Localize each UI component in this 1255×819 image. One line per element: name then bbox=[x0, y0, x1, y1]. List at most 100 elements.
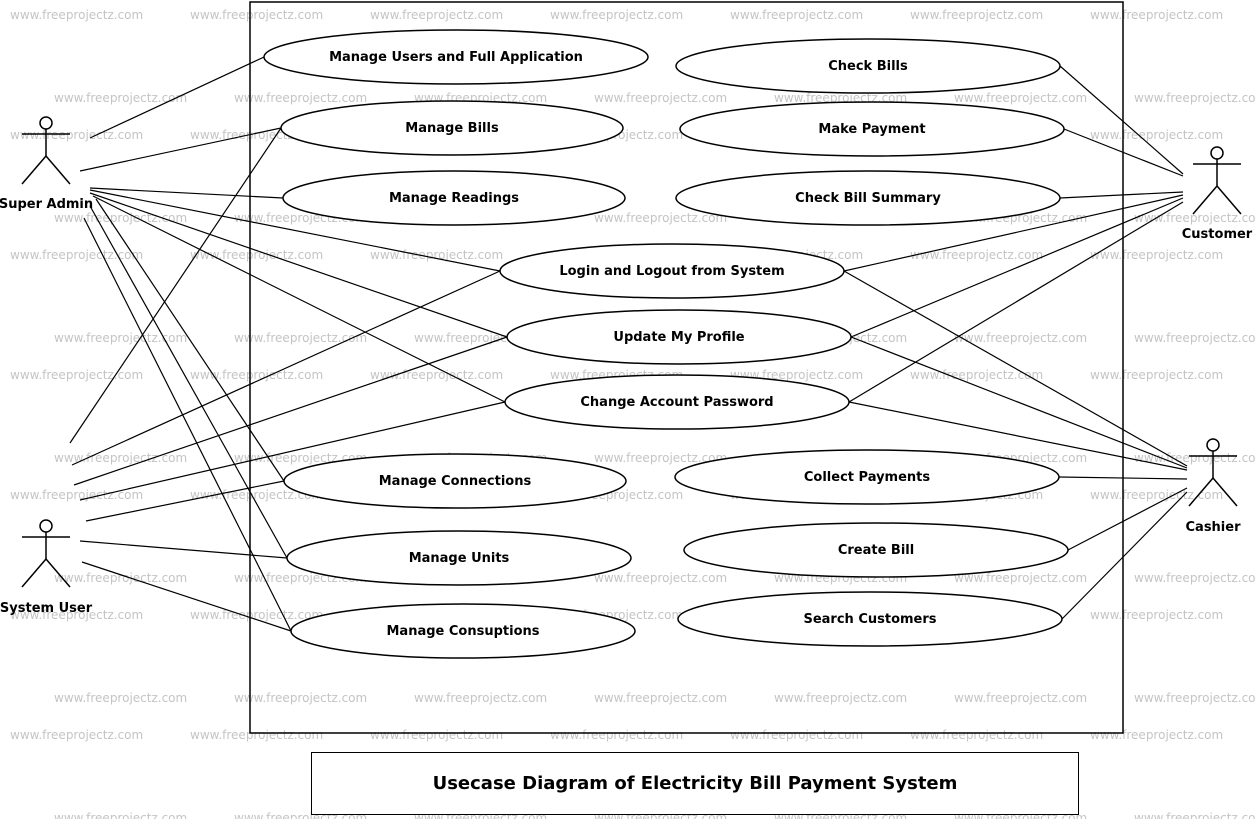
use-case-ellipse bbox=[677, 591, 1063, 647]
watermark-text: www.freeprojectz.com bbox=[1090, 128, 1223, 142]
use-case-label: Create Bill bbox=[838, 543, 914, 558]
association-super-admin-manage-units bbox=[89, 205, 288, 559]
association-cashier-change-password bbox=[848, 401, 1188, 471]
association-super-admin-manage-bills bbox=[79, 127, 282, 172]
association-cashier-collect-payments bbox=[1058, 476, 1188, 480]
watermark-text: www.freeprojectz.com bbox=[10, 368, 143, 382]
association-super-admin-login-logout bbox=[89, 189, 501, 272]
watermark-text: www.freeprojectz.com bbox=[594, 91, 727, 105]
watermark-text: www.freeprojectz.com bbox=[190, 488, 323, 502]
use-case-ellipse bbox=[506, 309, 852, 365]
watermark-text: www.freeprojectz.com bbox=[954, 691, 1087, 705]
association-customer-change-password bbox=[848, 201, 1184, 403]
watermark-text: www.freeprojectz.com bbox=[1134, 91, 1255, 105]
use-case-collect-payments: Collect Payments bbox=[674, 449, 1060, 505]
watermark-text: www.freeprojectz.com bbox=[54, 811, 187, 819]
watermark-text: www.freeprojectz.com bbox=[1134, 211, 1255, 225]
use-case-ellipse bbox=[290, 603, 636, 659]
association-system-user-login-logout bbox=[71, 270, 501, 466]
use-case-label: Make Payment bbox=[818, 122, 925, 137]
use-case-manage-consuptions: Manage Consuptions bbox=[290, 603, 636, 659]
watermark-text: www.freeprojectz.com bbox=[370, 8, 503, 22]
watermark-text: www.freeprojectz.com bbox=[550, 8, 683, 22]
watermark-text: www.freeprojectz.com bbox=[910, 248, 1043, 262]
association-customer-update-profile bbox=[850, 197, 1184, 338]
use-case-layer: Manage Users and Full ApplicationManage … bbox=[263, 29, 1069, 659]
watermark-text: www.freeprojectz.com bbox=[910, 728, 1043, 742]
watermark-text: www.freeprojectz.com bbox=[234, 691, 367, 705]
use-case-search-customers: Search Customers bbox=[677, 591, 1063, 647]
watermark-text: www.freeprojectz.com bbox=[1090, 8, 1223, 22]
use-case-ellipse bbox=[499, 243, 845, 299]
association-super-admin-update-profile bbox=[89, 192, 508, 338]
use-case-ellipse bbox=[283, 453, 627, 509]
watermark-text: www.freeprojectz.com bbox=[910, 8, 1043, 22]
use-case-label: Login and Logout from System bbox=[559, 264, 784, 279]
watermark-text: www.freeprojectz.com bbox=[54, 211, 187, 225]
watermark-text: www.freeprojectz.com bbox=[190, 8, 323, 22]
watermark-text: www.freeprojectz.com bbox=[1090, 728, 1223, 742]
watermark-text: www.freeprojectz.com bbox=[10, 488, 143, 502]
use-case-change-password: Change Account Password bbox=[504, 374, 850, 430]
watermark-layer: www.freeprojectz.com www.freeprojectz.com… bbox=[10, 8, 1255, 819]
use-case-ellipse bbox=[282, 170, 626, 226]
watermark-text: www.freeprojectz.com bbox=[10, 128, 143, 142]
use-case-label: Manage Connections bbox=[379, 474, 532, 489]
association-system-user-manage-units bbox=[79, 540, 288, 559]
diagram-caption: Usecase Diagram of Electricity Bill Paym… bbox=[311, 752, 1079, 815]
watermark-text: www.freeprojectz.com bbox=[190, 248, 323, 262]
use-case-label: Manage Readings bbox=[389, 191, 519, 206]
use-case-ellipse bbox=[504, 374, 850, 430]
association-super-admin-manage-users bbox=[89, 56, 265, 139]
association-customer-check-bills bbox=[1059, 65, 1184, 175]
actor-system-user: System User bbox=[0, 519, 93, 616]
association-customer-make-payment bbox=[1063, 128, 1184, 177]
watermark-text: www.freeprojectz.com bbox=[54, 331, 187, 345]
watermark-text: www.freeprojectz.com bbox=[370, 368, 503, 382]
use-case-create-bill: Create Bill bbox=[683, 522, 1069, 578]
use-case-ellipse bbox=[286, 530, 632, 586]
association-system-user-manage-consuptions bbox=[81, 561, 292, 632]
association-system-user-update-profile bbox=[73, 336, 508, 486]
watermark-text: www.freeprojectz.com bbox=[10, 728, 143, 742]
watermark-text: www.freeprojectz.com bbox=[1134, 691, 1255, 705]
stick-figure-icon bbox=[1192, 146, 1242, 215]
use-case-update-profile: Update My Profile bbox=[506, 309, 852, 365]
watermark-text: www.freeprojectz.com bbox=[54, 571, 187, 585]
use-case-manage-readings: Manage Readings bbox=[282, 170, 626, 226]
association-cashier-search-customers bbox=[1061, 491, 1188, 620]
watermark-text: www.freeprojectz.com bbox=[414, 691, 547, 705]
watermark-text: www.freeprojectz.com bbox=[910, 368, 1043, 382]
watermark-text: www.freeprojectz.com bbox=[1134, 571, 1255, 585]
use-case-manage-users: Manage Users and Full Application bbox=[263, 29, 649, 85]
actor-super-admin: Super Admin bbox=[0, 116, 93, 212]
use-case-manage-connections: Manage Connections bbox=[283, 453, 627, 509]
use-case-ellipse bbox=[280, 100, 624, 156]
use-case-label: Collect Payments bbox=[804, 470, 931, 485]
use-case-make-payment: Make Payment bbox=[679, 101, 1065, 157]
association-layer bbox=[69, 56, 1188, 632]
watermark-text: www.freeprojectz.com bbox=[370, 248, 503, 262]
use-case-label: Manage Users and Full Application bbox=[329, 50, 583, 65]
association-system-user-manage-bills bbox=[69, 127, 282, 444]
watermark-text: www.freeprojectz.com bbox=[1134, 811, 1255, 819]
watermark-text: www.freeprojectz.com bbox=[190, 368, 323, 382]
watermark-text: www.freeprojectz.com bbox=[10, 8, 143, 22]
watermark-text: www.freeprojectz.com bbox=[10, 248, 143, 262]
actor-label: Cashier bbox=[1186, 520, 1242, 535]
actor-cashier: Cashier bbox=[1186, 438, 1242, 535]
watermark-text: www.freeprojectz.com bbox=[370, 728, 503, 742]
use-case-ellipse bbox=[263, 29, 649, 85]
use-case-check-bills: Check Bills bbox=[675, 38, 1061, 94]
use-case-label: Check Bills bbox=[828, 59, 908, 74]
use-case-label: Search Customers bbox=[803, 612, 936, 627]
use-case-ellipse bbox=[675, 170, 1061, 226]
watermark-text: www.freeprojectz.com bbox=[10, 608, 143, 622]
use-case-ellipse bbox=[679, 101, 1065, 157]
stick-figure-icon bbox=[1188, 438, 1238, 507]
watermark-text: www.freeprojectz.com bbox=[414, 811, 547, 819]
watermark-text: www.freeprojectz.com bbox=[954, 331, 1087, 345]
use-case-label: Manage Bills bbox=[405, 121, 499, 136]
watermark-text: www.freeprojectz.com bbox=[594, 211, 727, 225]
use-case-label: Change Account Password bbox=[580, 395, 773, 410]
